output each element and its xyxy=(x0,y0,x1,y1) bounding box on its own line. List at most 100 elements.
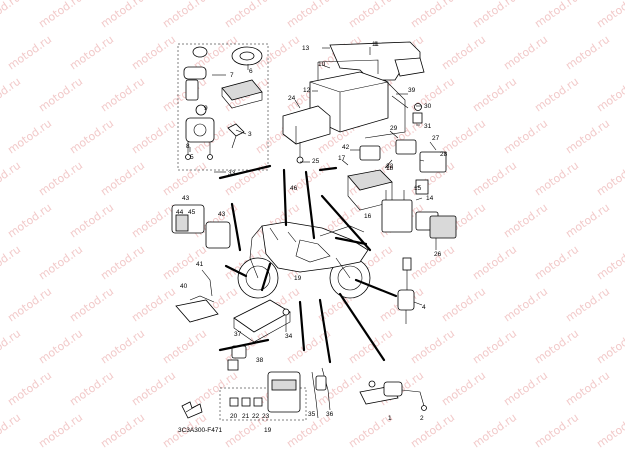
watermark-text: motod.ru xyxy=(129,201,178,241)
callout-number: 29 xyxy=(390,125,398,132)
watermark-text: motod.ru xyxy=(346,0,395,30)
watermark-text: motod.ru xyxy=(470,159,519,199)
callout-number: 40 xyxy=(180,283,188,290)
callout-number: 3 xyxy=(248,131,252,138)
watermark-text: motod.ru xyxy=(439,285,488,325)
watermark-text: motod.ru xyxy=(5,201,54,241)
callout-number: 9 xyxy=(204,105,208,112)
callout-number: 4 xyxy=(422,304,426,311)
watermark-text: motod.ru xyxy=(563,117,612,157)
starter-relay-part xyxy=(381,199,413,233)
watermark-text: motod.ru xyxy=(470,0,519,30)
callout-number: 19 xyxy=(264,427,272,434)
watermark-text: motod.ru xyxy=(501,369,550,409)
forward-arrow-icon xyxy=(181,401,203,419)
callout-number: 32 xyxy=(386,163,394,170)
watermark-text: motod.ru xyxy=(5,33,54,73)
watermark-text: motod.ru xyxy=(501,201,550,241)
watermark-text: motod.ru xyxy=(408,327,457,367)
callout-number: 20 xyxy=(230,413,238,420)
watermark-text: motod.ru xyxy=(222,0,271,30)
watermark-text: motod.ru xyxy=(67,285,116,325)
watermark-text: motod.ru xyxy=(98,327,147,367)
callout-number: 6 xyxy=(249,68,253,75)
watermark-text: motod.ru xyxy=(470,411,519,451)
callout-number: 43 xyxy=(182,195,190,202)
watermark-text: motod.ru xyxy=(160,327,209,367)
watermark-text: motod.ru xyxy=(160,0,209,30)
callout-number: 17 xyxy=(338,155,346,162)
callout-number: 44 xyxy=(176,209,184,216)
watermark-text: motod.ru xyxy=(5,285,54,325)
callout-number: 13 xyxy=(302,45,310,52)
callout-number: 43 xyxy=(218,211,226,218)
watermark-text: motod.ru xyxy=(439,369,488,409)
watermark-text: motod.ru xyxy=(36,159,85,199)
watermark-text: motod.ru xyxy=(67,33,116,73)
watermark-text: motod.ru xyxy=(0,0,23,30)
callout-number: 34 xyxy=(285,333,293,340)
watermark-text: motod.ru xyxy=(563,285,612,325)
watermark-text: motod.ru xyxy=(129,369,178,409)
watermark-text: motod.ru xyxy=(594,411,625,451)
key-cylinder-part xyxy=(183,66,207,80)
watermark-text: motod.ru xyxy=(36,327,85,367)
watermark-text: motod.ru xyxy=(594,159,625,199)
callout-number: 7 xyxy=(230,72,234,79)
watermark-text: motod.ru xyxy=(5,369,54,409)
watermark-text: motod.ru xyxy=(98,243,147,283)
watermark-text: motod.ru xyxy=(563,201,612,241)
callout-number: 36 xyxy=(326,411,334,418)
watermark-text: motod.ru xyxy=(36,243,85,283)
callout-number: 18 xyxy=(386,165,394,172)
watermark-text: motod.ru xyxy=(346,327,395,367)
pointer-lines xyxy=(218,164,398,364)
callout-number: 45 xyxy=(188,209,196,216)
callout-number: 1 xyxy=(374,41,378,48)
control-unit-part xyxy=(282,105,331,145)
watermark-text: motod.ru xyxy=(160,159,209,199)
callout-number: 37 xyxy=(234,331,242,338)
watermark-text: motod.ru xyxy=(563,33,612,73)
fuse-box-part xyxy=(267,371,301,413)
callout-number: 21 xyxy=(242,413,250,420)
watermark-text: motod.ru xyxy=(129,285,178,325)
callout-number: 5 xyxy=(190,154,194,161)
leader-lines xyxy=(189,47,437,306)
relay-group xyxy=(347,103,457,324)
callout-number: 26 xyxy=(434,251,442,258)
watermark-text: motod.ru xyxy=(470,243,519,283)
watermark-text: motod.ru xyxy=(98,159,147,199)
left-unit-group xyxy=(171,204,231,323)
callout-number: 10 xyxy=(318,61,326,68)
callout-number: 27 xyxy=(432,135,440,142)
lower-parts-group xyxy=(219,299,331,421)
watermark-text: motod.ru xyxy=(67,369,116,409)
sensor-part xyxy=(397,289,415,311)
watermark-text: motod.ru xyxy=(5,117,54,157)
watermark-text: motod.ru xyxy=(532,0,581,30)
watermark-text: motod.ru xyxy=(563,369,612,409)
watermark-text: motod.ru xyxy=(408,411,457,451)
watermark-text: motod.ru xyxy=(532,75,581,115)
watermark-text: motod.ru xyxy=(470,75,519,115)
watermark-text: motod.ru xyxy=(129,117,178,157)
watermark-text: motod.ru xyxy=(129,33,178,73)
watermark-text: motod.ru xyxy=(532,159,581,199)
callout-number: 28 xyxy=(440,151,448,158)
watermark-text: motod.ru xyxy=(501,285,550,325)
main-switch-part xyxy=(185,117,215,143)
watermark-text: motod.ru xyxy=(36,75,85,115)
watermark-text: motod.ru xyxy=(36,411,85,451)
callout-number: 39 xyxy=(408,87,416,94)
battery-group xyxy=(282,41,425,164)
lock-cap-part xyxy=(192,46,208,58)
callout-number: 8 xyxy=(186,143,190,150)
watermark-text: motod.ru xyxy=(284,0,333,30)
callout-number: 2 xyxy=(420,415,424,422)
watermark-text: motod.ru xyxy=(67,117,116,157)
watermark-text: motod.ru xyxy=(0,75,23,115)
